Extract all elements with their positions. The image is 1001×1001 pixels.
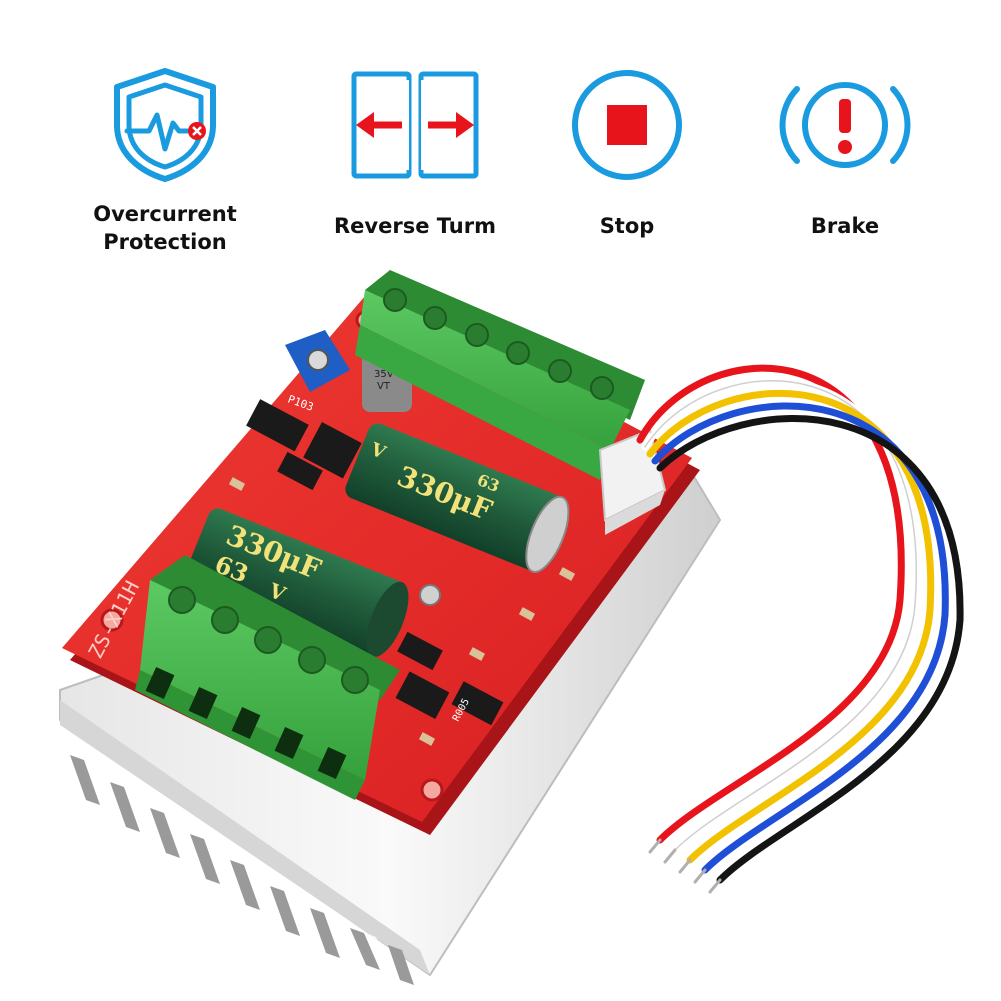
brake-warning-icon: [775, 60, 915, 190]
feature-label: Brake: [810, 214, 880, 238]
feature-brake: Brake: [735, 60, 955, 240]
shield-pulse-icon: [105, 60, 225, 190]
feature-overcurrent: Overcurrent Protection: [55, 60, 275, 256]
feature-stop: Stop: [517, 60, 737, 240]
trimmer-potentiometer: P103: [285, 330, 350, 414]
wire-bundle: [636, 364, 964, 884]
small-cap-voltage: 35V: [374, 369, 394, 380]
stop-icon: [567, 60, 687, 190]
wire-tips: [648, 838, 722, 894]
feature-reverse: Reverse Turm: [305, 60, 525, 240]
feature-label: Reverse Turm: [334, 214, 496, 238]
feature-label: Stop: [599, 214, 655, 238]
motor-controller-board-image: R005 ZS-X11H P103 100 35V VT: [59, 270, 964, 985]
small-cap-code: VT: [377, 381, 391, 392]
terminal-block-5pin: [135, 555, 400, 800]
reverse-arrows-icon: [350, 60, 480, 190]
terminal-block-6pin: [355, 270, 645, 480]
feature-label: Overcurrent Protection: [93, 202, 237, 254]
large-capacitor-1: 330μF 63 V: [345, 423, 570, 573]
